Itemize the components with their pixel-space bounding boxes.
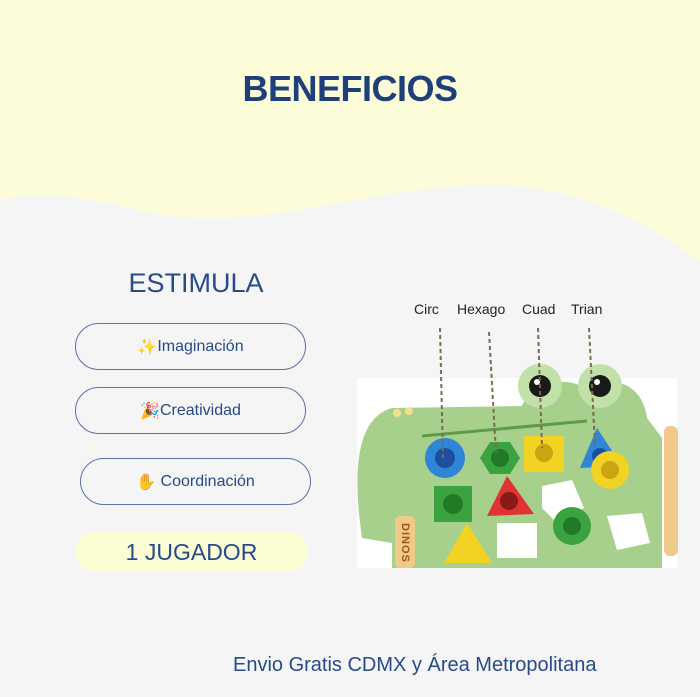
benefit-label: Imaginación (157, 337, 244, 355)
shipping-note: Envio Gratis CDMX y Área Metropolitana (233, 654, 597, 676)
page-title: BENEFICIOS (242, 68, 458, 109)
label-circ: Circ (414, 301, 439, 317)
players-badge: 1 JUGADOR (75, 532, 308, 572)
side-text: DINOS (399, 523, 411, 563)
raised-hand-icon: ✋ (136, 473, 157, 491)
sparkles-icon: ✨ (137, 338, 158, 356)
benefit-imaginacion: ✨Imaginación (75, 323, 306, 370)
label-hexago: Hexago (457, 301, 506, 317)
benefit-creatividad: 🎉Creatividad (75, 387, 306, 434)
party-popper-icon: 🎉 (140, 402, 160, 420)
label-trian: Trian (571, 301, 603, 317)
stimulates-heading: ESTIMULA (128, 268, 264, 298)
benefit-label: Coordinación (160, 472, 255, 490)
benefit-label: Creatividad (159, 401, 241, 419)
label-cuad: Cuad (522, 301, 556, 317)
benefit-coordinacion: ✋ Coordinación (80, 458, 311, 505)
